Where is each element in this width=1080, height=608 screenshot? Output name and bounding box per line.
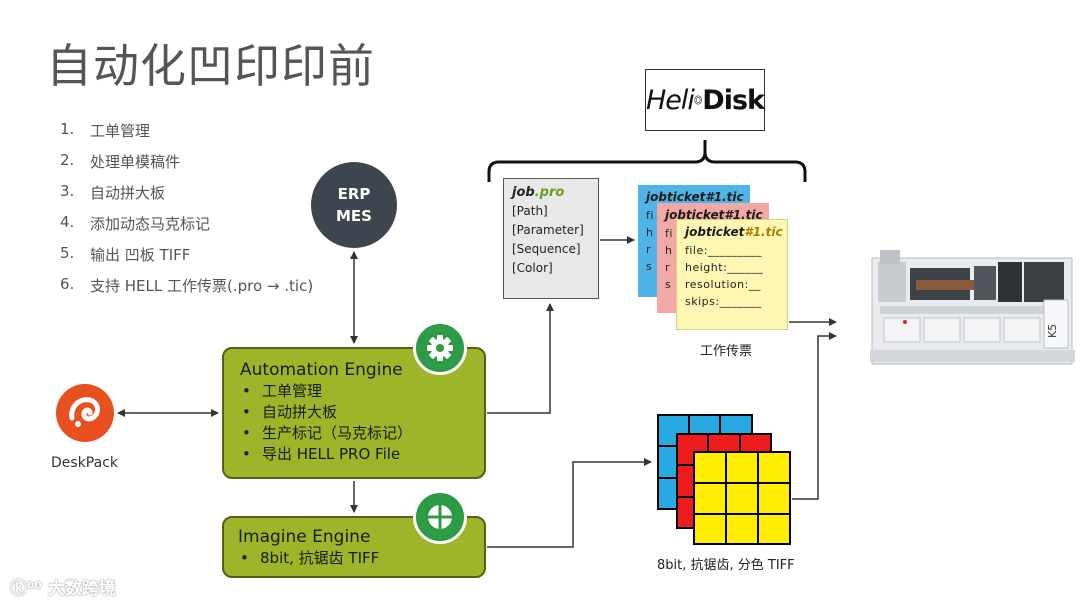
step-item: 1.工单管理 bbox=[60, 120, 151, 140]
gear-icon bbox=[427, 335, 453, 361]
job-pro-field: [Sequence] bbox=[512, 242, 581, 256]
ticket-title: jobticket#1.tic bbox=[685, 225, 783, 239]
step-item: 3.自动拼大板 bbox=[60, 182, 166, 202]
watermark-logo-icon: ⓚ⁰⁰ bbox=[10, 579, 48, 599]
ticket-caption: 工作传票 bbox=[700, 344, 753, 359]
job-pro-field: [Parameter] bbox=[512, 223, 584, 237]
job-pro-title: job.pro bbox=[512, 185, 565, 200]
step-item: 4.添加动态马克标记 bbox=[60, 213, 211, 233]
list-item: 8bit, 抗锯齿 TIFF bbox=[238, 548, 484, 569]
step-item: 2.处理单模稿件 bbox=[60, 151, 181, 171]
list-item: 导出 HELL PRO File bbox=[240, 444, 484, 465]
imagine-grid-arrow bbox=[487, 458, 652, 548]
imagine-engine-list: 8bit, 抗锯齿 TIFF bbox=[238, 548, 484, 569]
helidisk-brace bbox=[487, 140, 807, 182]
ticket-field: file:_________ bbox=[685, 244, 762, 257]
list-item: 工单管理 bbox=[240, 381, 484, 402]
watermark: ⓚ⁰⁰ 大数跨境 bbox=[10, 579, 116, 599]
ticket-field: resolution:__ bbox=[685, 278, 761, 291]
grid-press-arrow bbox=[792, 332, 837, 500]
step-item: 6.支持 HELL 工作传票(.pro → .tic) bbox=[60, 275, 314, 295]
gear-badge bbox=[413, 321, 467, 375]
job-pro-field: [Path] bbox=[512, 204, 548, 218]
job-pro-file: job.pro [Path] [Parameter] [Sequence] [C… bbox=[503, 178, 599, 299]
list-item: 自动拼大板 bbox=[240, 402, 484, 423]
deskpack-label: DeskPack bbox=[51, 455, 118, 471]
steps-list: 1.工单管理 2.处理单模稿件 3.自动拼大板 4.添加动态马克标记 5.输出 … bbox=[60, 120, 313, 306]
ticket-field: skips:_______ bbox=[685, 295, 762, 308]
crosshair-badge bbox=[413, 490, 467, 544]
automation-engine-title: Automation Engine bbox=[240, 360, 403, 380]
ticket-card-front: jobticket#1.tic file:_________ height:__… bbox=[676, 219, 788, 330]
ticket-field: height:______ bbox=[685, 261, 764, 274]
deskpack-logo bbox=[56, 384, 114, 442]
imagine-engine-title: Imagine Engine bbox=[238, 527, 371, 547]
grid-caption: 8bit, 抗锯齿, 分色 TIFF bbox=[657, 558, 795, 573]
automation-engine-list: 工单管理 自动拼大板 生产标记（马克标记） 导出 HELL PRO File bbox=[240, 381, 484, 465]
list-item: 生产标记（马克标记） bbox=[240, 423, 484, 444]
deskpack-swirl-icon bbox=[69, 397, 100, 427]
erp-mes-node: ERP MES bbox=[311, 162, 397, 248]
ticket-title: jobticket#1.tic bbox=[646, 190, 744, 204]
ticket-title: jobticket#1.tic bbox=[665, 208, 763, 222]
helidisk-spiral-icon bbox=[694, 95, 702, 105]
helidisk-logo: Heli Disk bbox=[645, 69, 765, 131]
automation-jobpro-arrow bbox=[487, 303, 554, 414]
page-title: 自动化凹印印前 bbox=[46, 39, 375, 93]
job-pro-field: [Color] bbox=[512, 261, 553, 275]
step-item: 5.输出 凹板 TIFF bbox=[60, 244, 191, 264]
crosshair-icon bbox=[426, 503, 454, 531]
